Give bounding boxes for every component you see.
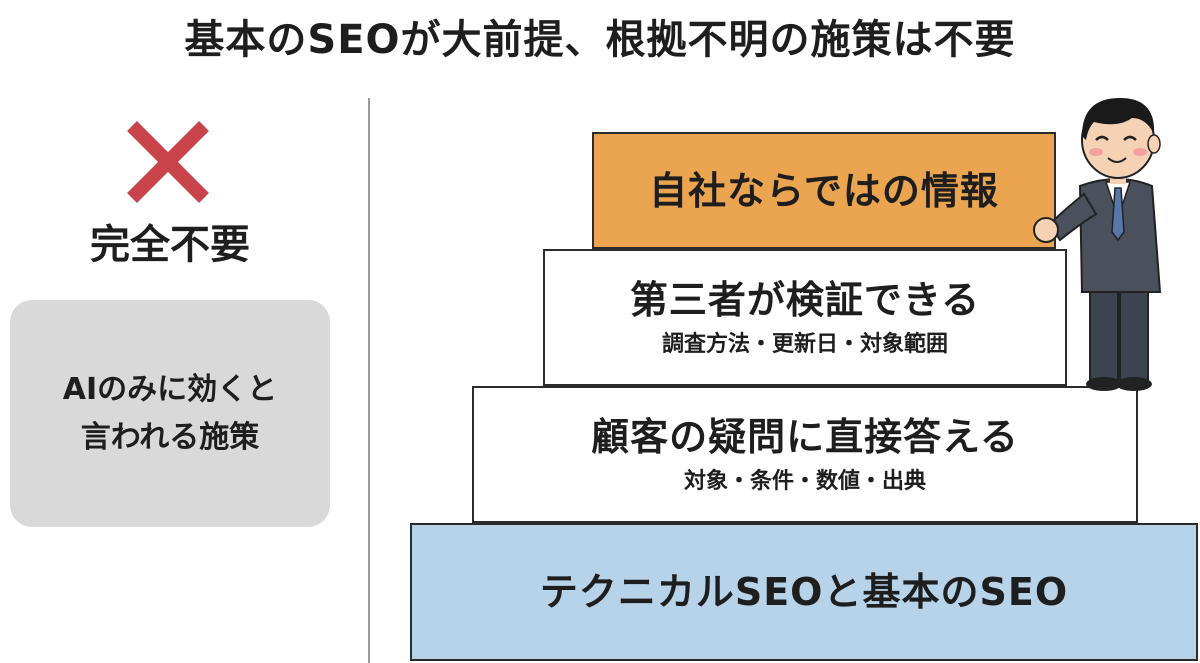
vertical-divider <box>368 98 370 663</box>
pyramid-step-technical-seo: テクニカルSEOと基本のSEO <box>410 523 1198 661</box>
step2-label: 顧客の疑問に直接答える <box>591 414 1019 459</box>
verdict-label: 完全不要 <box>90 222 250 268</box>
step2-sublabel: 対象・条件・数値・出典 <box>683 468 926 494</box>
cross-mark-icon <box>127 121 209 203</box>
pyramid-step-verifiable: 第三者が検証できる 調査方法・更新日・対象範囲 <box>543 249 1067 386</box>
step3-label: 第三者が検証できる <box>629 277 981 322</box>
rejected-measure-line2: 言われる施策 <box>80 419 260 455</box>
rejected-measure-box: AIのみに効くと 言われる施策 <box>10 300 330 527</box>
pyramid-step-answer-questions: 顧客の疑問に直接答える 対象・条件・数値・出典 <box>472 386 1138 523</box>
step3-sublabel: 調査方法・更新日・対象範囲 <box>661 331 948 357</box>
step1-label: テクニカルSEOと基本のSEO <box>539 570 1069 614</box>
step4-label: 自社ならではの情報 <box>649 168 999 213</box>
businessman-illustration <box>1033 98 1162 391</box>
pyramid-step-original-info: 自社ならではの情報 <box>592 132 1056 249</box>
rejected-measure-line1: AIのみに効くと <box>62 371 278 407</box>
page-title: 基本のSEOが大前提、根拠不明の施策は不要 <box>184 17 1016 63</box>
